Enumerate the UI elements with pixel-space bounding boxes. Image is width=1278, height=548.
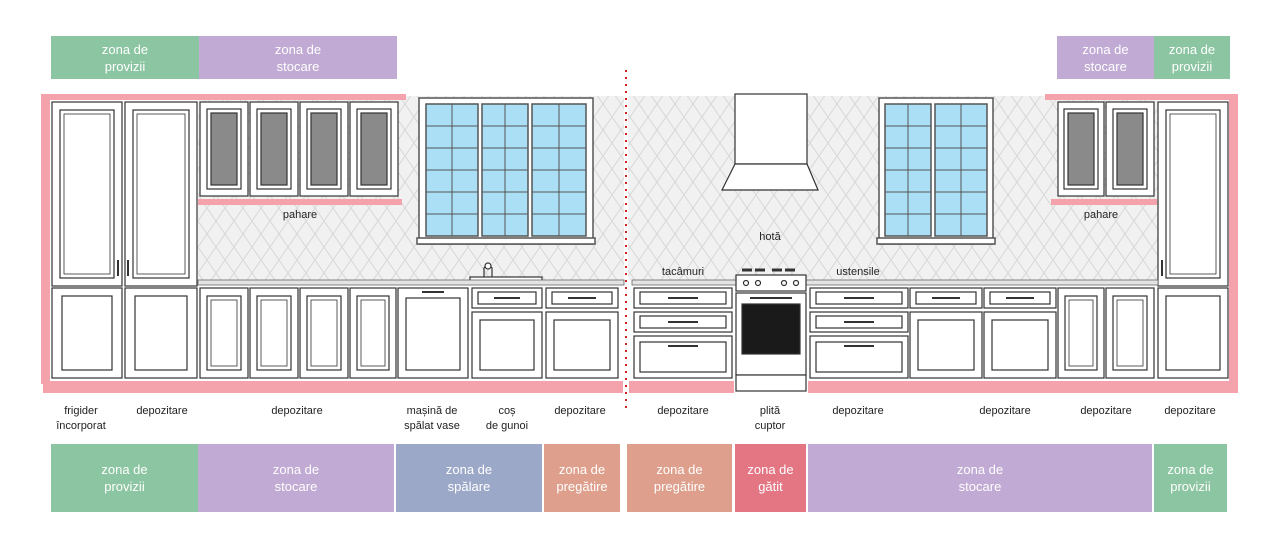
label-hota: hotă xyxy=(759,231,781,243)
label-depozitare-7: depozitare xyxy=(1080,405,1132,417)
zone-spalare: zona de spălare xyxy=(396,444,542,512)
window-right xyxy=(876,97,996,245)
zone-stocare-top-left: zona de stocare xyxy=(199,36,397,79)
window-left xyxy=(416,97,596,245)
base-cabinets-right xyxy=(633,287,1229,379)
label-pahare-left: pahare xyxy=(283,209,317,221)
zone-pregatire-left: zona de pregătire xyxy=(544,444,620,512)
zone-gatit: zona de gătit xyxy=(735,444,806,512)
label-pahare-right: pahare xyxy=(1084,209,1118,221)
stove xyxy=(735,268,807,392)
label-depozitare-5: depozitare xyxy=(832,405,884,417)
upper-glass-cabinets-right xyxy=(1057,101,1155,197)
zone-pregatire-right: zona de pregătire xyxy=(627,444,732,512)
label-depozitare-6: depozitare xyxy=(979,405,1031,417)
tall-cabinet-right xyxy=(1157,101,1229,287)
label-frigider: frigider încorporat xyxy=(56,405,106,432)
label-depozitare-8: depozitare xyxy=(1164,405,1216,417)
range-hood xyxy=(721,93,819,191)
zone-stocare-bottom-left: zona de stocare xyxy=(198,444,394,512)
tall-cabinets-left xyxy=(51,101,198,287)
label-tacamuri: tacâmuri xyxy=(662,266,704,278)
zone-stocare-top-right: zona de stocare xyxy=(1057,36,1154,79)
upper-glass-cabinets-left xyxy=(199,101,399,197)
wall-outline xyxy=(41,94,1238,393)
zone-provizii-top-left: zona de provizii xyxy=(51,36,199,79)
label-depozitare-3: depozitare xyxy=(554,405,606,417)
label-depozitare-1: depozitare xyxy=(136,405,188,417)
label-cos: coș de gunoi xyxy=(485,405,529,432)
base-cabinets-left xyxy=(51,287,619,379)
zone-provizii-top-right: zona de provizii xyxy=(1154,36,1230,79)
zone-stocare-bottom-right: zona de stocare xyxy=(808,444,1152,512)
zone-provizii-bottom-right: zona de provizii xyxy=(1154,444,1227,512)
label-plita: plită cuptor xyxy=(754,405,786,432)
zone-provizii-bottom-left: zona de provizii xyxy=(51,444,198,512)
label-masina: mașină de spălat vase xyxy=(404,405,460,432)
countertop-left xyxy=(197,279,625,286)
countertop-right xyxy=(631,279,1159,286)
label-ustensile: ustensile xyxy=(836,266,879,278)
label-depozitare-4: depozitare xyxy=(657,405,709,417)
label-depozitare-2: depozitare xyxy=(271,405,323,417)
